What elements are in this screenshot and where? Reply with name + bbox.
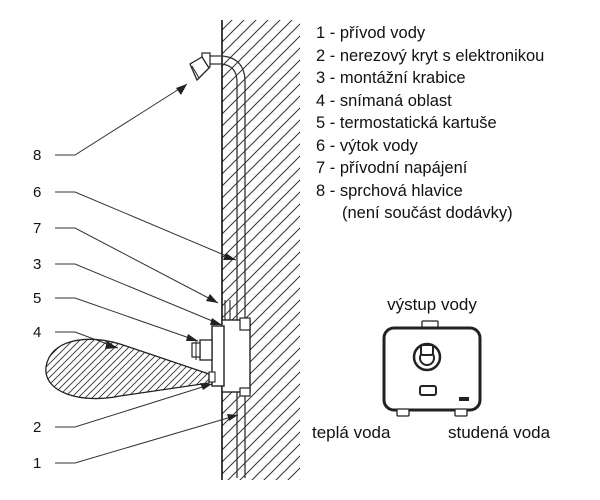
brand-mark — [459, 397, 469, 401]
legend-item-number: 3 — [316, 69, 326, 87]
leader-1 — [55, 414, 239, 464]
sensor-window — [419, 385, 437, 396]
temperature-knob — [412, 342, 442, 372]
cold-water-label: studená voda — [448, 423, 551, 442]
callout-number-7: 7 — [33, 220, 41, 237]
legend-item-1: 1 - přívod vody — [316, 22, 544, 45]
legend-item-number: 8 — [316, 181, 326, 200]
legend-item-number: 6 — [316, 136, 326, 155]
outlet-label: výstup vody — [387, 295, 477, 314]
callout-number-5: 5 — [33, 290, 41, 307]
callout-number-1: 1 — [33, 455, 41, 472]
legend-item-2: 2 - nerezový kryt s elektronikou — [316, 45, 544, 68]
callout-numbers: 8 6 7 3 5 4 2 1 — [33, 147, 41, 472]
legend-item-3: 3 - montážní krabice — [316, 67, 544, 90]
legend-separator: - — [325, 114, 340, 132]
leader-2 — [55, 383, 213, 428]
legend-item-text: nerezový kryt s elektronikou — [339, 46, 545, 65]
leader-3 — [55, 263, 223, 326]
legend-item-text: sprchová hlavice — [339, 181, 463, 200]
legend-item-text: snímaná oblast — [339, 91, 452, 110]
legend-separator: - — [325, 136, 340, 155]
legend-item-text: termostatická kartuše — [339, 114, 497, 132]
callout-leaders — [55, 83, 239, 464]
legend-item-number: 4 — [316, 91, 326, 110]
legend-item-number: 2 — [316, 46, 326, 65]
water-outlet-pipe — [208, 55, 246, 322]
legend-item-number: 7 — [316, 159, 326, 177]
legend-item-7: 7 - přívodní napájení — [316, 157, 544, 180]
legend-item-text: přívodní napájení — [339, 159, 468, 177]
legend-item-number: 1 — [316, 24, 326, 42]
leader-6 — [55, 191, 237, 261]
legend-item-text: přívod vody — [339, 24, 426, 42]
hot-inlet — [396, 408, 410, 417]
legend-item-8: 8 - sprchová hlavice — [316, 180, 544, 203]
thermostatic-cartridge — [191, 339, 213, 361]
legend-separator: - — [325, 159, 340, 177]
sensing-area — [45, 338, 210, 400]
callout-number-6: 6 — [33, 184, 41, 201]
legend-item-6: 6 - výtok vody — [316, 135, 544, 158]
legend-note: (není součást dodávky) — [342, 204, 513, 222]
legend-item-text: výtok vody — [339, 136, 418, 155]
callout-number-8: 8 — [33, 147, 41, 164]
legend-separator: - — [325, 46, 340, 65]
callout-number-3: 3 — [33, 256, 41, 273]
callout-number-2: 2 — [33, 419, 41, 436]
cold-inlet — [454, 408, 468, 417]
hot-water-label: teplá voda — [312, 423, 391, 442]
leader-8 — [55, 83, 188, 156]
mounting-box — [221, 317, 251, 397]
water-supply-pipe — [236, 392, 246, 478]
leader-7 — [55, 227, 219, 304]
callout-arrowheads — [105, 84, 238, 421]
wall-hatch — [222, 20, 300, 480]
leader-4 — [55, 331, 119, 349]
legend-separator: - — [325, 181, 340, 200]
front-view: výstup vody teplá voda studená voda — [312, 295, 551, 442]
legend-separator: - — [325, 69, 340, 87]
legend-item-number: 5 — [316, 114, 326, 132]
callout-number-4: 4 — [33, 324, 41, 341]
leader-5 — [55, 297, 199, 342]
legend-item-5: 5 - termostatická kartuše — [316, 112, 544, 135]
legend-separator: - — [325, 91, 340, 110]
legend-separator: - — [325, 24, 340, 42]
wall-section — [221, 20, 300, 480]
legend-item-text: montážní krabice — [339, 69, 466, 87]
shower-head — [189, 52, 211, 82]
legend-item-4: 4 - snímaná oblast — [316, 90, 544, 113]
legend: 1 - přívod vody 2 - nerezový kryt s elek… — [316, 22, 544, 225]
